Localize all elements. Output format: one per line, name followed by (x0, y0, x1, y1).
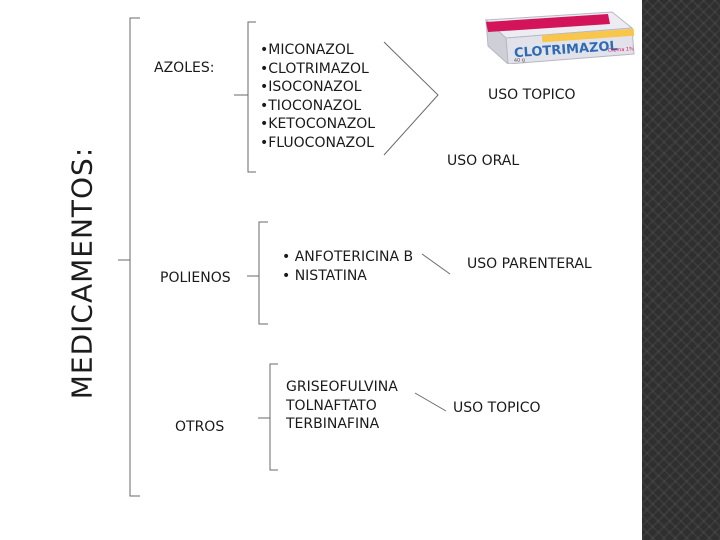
drug-item: TOLNAFTATO (286, 397, 398, 416)
drug-item: •CLOTRIMAZOL (260, 60, 375, 79)
otros-drug-list: GRISEOFULVINA TOLNAFTATO TERBINAFINA (286, 378, 398, 434)
drug-item: • NISTATINA (282, 267, 413, 286)
use-label-oral: USO ORAL (447, 152, 519, 171)
group-label-otros: OTROS (175, 418, 224, 437)
main-bracket (130, 18, 140, 496)
drug-item: •FLUOCONAZOL (260, 134, 375, 153)
use-label-parenteral: USO PARENTERAL (467, 255, 592, 274)
box-weight-text: 40 g (514, 57, 526, 64)
drug-item: • ANFOTERICINA B (282, 248, 413, 267)
drug-item: •TIOCONAZOL (260, 97, 375, 116)
group-label-azoles: AZOLES: (154, 59, 214, 78)
drug-item: GRISEOFULVINA (286, 378, 398, 397)
azoles-bracket (248, 22, 256, 172)
drug-item: •MICONAZOL (260, 41, 375, 60)
polienos-arrow (422, 254, 450, 274)
decorative-side-strip (642, 0, 720, 540)
group-label-polienos: POLIENOS (160, 269, 231, 288)
clotrimazol-product-image: CLOTRIMAZOL Crema 1% 40 g (480, 10, 640, 64)
drug-item: •KETOCONAZOL (260, 115, 375, 134)
drug-item: •ISOCONAZOL (260, 78, 375, 97)
polienos-drug-list: • ANFOTERICINA B • NISTATINA (282, 248, 413, 285)
otros-bracket (270, 364, 278, 470)
use-label-topico: USO TOPICO (488, 86, 576, 105)
otros-arrow (415, 393, 446, 411)
azoles-drug-list: •MICONAZOL •CLOTRIMAZOL •ISOCONAZOL •TIO… (260, 41, 375, 152)
use-label-topico-otros: USO TOPICO (453, 399, 541, 418)
polienos-bracket (259, 222, 268, 324)
drug-item: TERBINAFINA (286, 415, 398, 434)
azoles-arrows (384, 42, 438, 155)
